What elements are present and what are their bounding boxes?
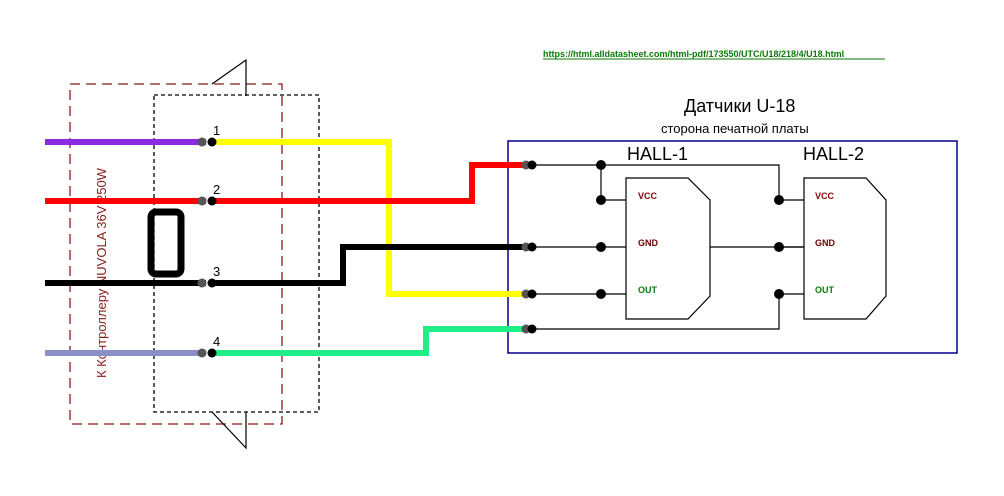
sensor-name-hall-1: HALL-1	[627, 144, 688, 164]
board-traces	[530, 164, 806, 330]
datasheet-link[interactable]: https://html.alldatasheet.com/html-pdf/1…	[543, 49, 844, 59]
wire-black-right	[212, 244, 528, 286]
hall-1-gnd-label: GND	[638, 238, 659, 248]
hall-1-out-label: OUT	[638, 285, 658, 295]
pin-label-2: 2	[213, 182, 220, 197]
connector-key	[147, 208, 185, 278]
sensor-body-hall-2	[803, 177, 887, 320]
hall-2-gnd-label: GND	[815, 238, 836, 248]
sensor-body-hall-1	[625, 177, 711, 320]
sensor-name-hall-2: HALL-2	[803, 144, 864, 164]
hall-2-vcc-label: VCC	[815, 191, 835, 201]
connector-label: К Контроллеру NUVOLA 36V 250W	[94, 167, 109, 378]
connector-pins	[197, 137, 217, 358]
board-title: Датчики U-18	[684, 96, 795, 116]
board-subtitle: сторона печатной платы	[661, 121, 809, 136]
controller-connector-housing	[69, 83, 283, 425]
hall-1-vcc-label: VCC	[638, 191, 658, 201]
board-junctions	[521, 160, 784, 334]
wire-green	[212, 326, 528, 356]
pin-label-3: 3	[213, 264, 220, 279]
wire-red-right	[212, 162, 528, 204]
hall-2-out-label: OUT	[815, 285, 835, 295]
pin-label-1: 1	[213, 123, 220, 138]
top-latch	[211, 58, 247, 96]
bottom-latch	[211, 411, 247, 450]
wire-yellow	[212, 139, 528, 297]
pin-label-4: 4	[213, 334, 220, 349]
